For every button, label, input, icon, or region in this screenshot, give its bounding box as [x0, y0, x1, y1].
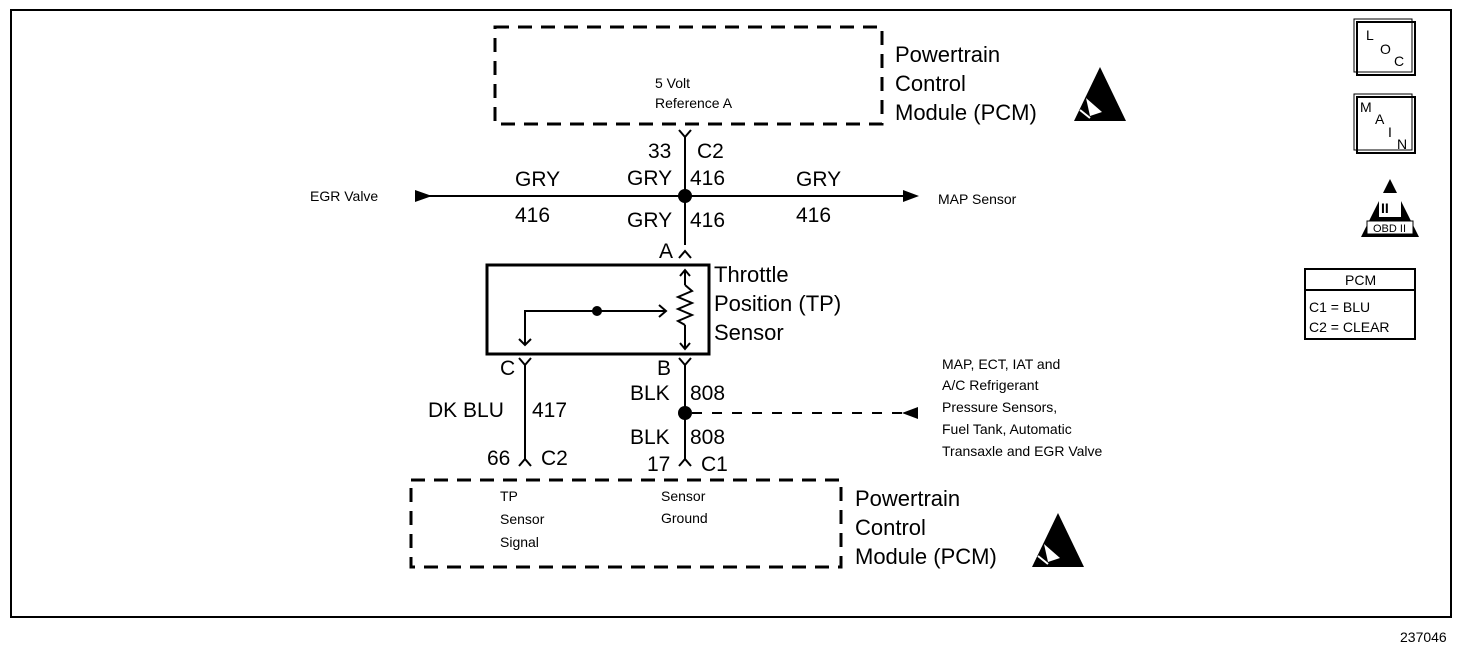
- map-sensor-label: MAP Sensor: [938, 191, 1017, 207]
- diagram-frame: [10, 9, 1452, 618]
- obd-ii-icon: II OBD II: [1361, 179, 1419, 237]
- pcm-top-title-line2: Control: [895, 71, 966, 96]
- pcm-bottom-tp-line1: TP: [500, 488, 518, 504]
- ground-color-upper: BLK: [630, 382, 670, 405]
- pcm-bottom-ground-line2: Ground: [661, 510, 708, 526]
- shared-ground-arrow: [902, 407, 918, 419]
- tp-name-line1: Throttle: [714, 262, 789, 287]
- pcm-connector-table: PCM C1 = BLU C2 = CLEAR: [1304, 268, 1416, 340]
- splice-ref: [678, 189, 692, 203]
- shared-line2: A/C Refrigerant: [942, 377, 1039, 393]
- ref-circuit-lower: 416: [690, 209, 725, 232]
- terminal-c: C: [500, 357, 515, 380]
- connector-symbol-17: [678, 457, 692, 467]
- tp-sensor-box: [485, 263, 711, 356]
- shared-line5: Transaxle and EGR Valve: [942, 443, 1103, 459]
- ground-pin: 17: [647, 453, 670, 476]
- shared-line4: Fuel Tank, Automatic: [942, 421, 1072, 437]
- ref-pin: 33: [648, 140, 671, 163]
- egr-arrow: [415, 190, 432, 202]
- map-arrow: [903, 190, 919, 202]
- main-icon: M A I N: [1353, 93, 1416, 154]
- svg-text:L: L: [1366, 27, 1374, 43]
- svg-text:A: A: [1375, 111, 1385, 127]
- potentiometer-icon: [518, 268, 695, 351]
- shared-line3: Pressure Sensors,: [942, 399, 1057, 415]
- svg-text:C1 = BLU: C1 = BLU: [1309, 299, 1370, 315]
- ground-circuit-upper: 808: [690, 382, 725, 405]
- ref-circuit-upper: 416: [690, 167, 725, 190]
- ref-connector: C2: [697, 140, 724, 163]
- tp-name-line3: Sensor: [714, 320, 784, 345]
- svg-text:C2 = CLEAR: C2 = CLEAR: [1309, 319, 1390, 335]
- pcm-top-title-line3: Module (PCM): [895, 100, 1037, 125]
- svg-text:PCM: PCM: [1345, 272, 1376, 288]
- right-circuit: 416: [796, 204, 831, 227]
- signal-pin: 66: [487, 447, 510, 470]
- connector-symbol-a: [678, 249, 692, 259]
- pcm-top-box: [493, 25, 884, 126]
- pcm-bottom-tp-line3: Signal: [500, 534, 539, 550]
- shared-line1: MAP, ECT, IAT and: [942, 356, 1060, 372]
- ref-color-lower: GRY: [627, 209, 672, 232]
- pcm-bottom-ground-line1: Sensor: [661, 488, 706, 504]
- ground-circuit-lower: 808: [690, 426, 725, 449]
- signal-color: DK BLU: [428, 399, 504, 422]
- ref-color-upper: GRY: [627, 167, 672, 190]
- pcm-bottom-box: [409, 478, 843, 569]
- pcm-bottom-title-line1: Powertrain: [855, 486, 960, 511]
- pcm-top-title-line1: Powertrain: [895, 42, 1000, 67]
- pcm-top-pin-label-line2: Reference A: [655, 95, 733, 111]
- figure-number: 237046: [1400, 629, 1447, 645]
- pcm-top-pin-label-line1: 5 Volt: [655, 75, 690, 91]
- svg-text:M: M: [1360, 99, 1372, 115]
- svg-text:O: O: [1380, 41, 1391, 57]
- splice-ground: [678, 406, 692, 420]
- svg-text:II: II: [1381, 200, 1389, 216]
- left-color: GRY: [515, 168, 560, 191]
- esd-warning-icon: [1074, 67, 1126, 121]
- connector-symbol-b: [678, 357, 692, 367]
- pcm-bottom-title-line2: Control: [855, 515, 926, 540]
- signal-connector: C2: [541, 447, 568, 470]
- tp-name-line2: Position (TP): [714, 291, 841, 316]
- connector-symbol-66: [518, 457, 532, 467]
- connector-symbol-c: [518, 357, 532, 367]
- ground-color-lower: BLK: [630, 426, 670, 449]
- svg-text:C: C: [1394, 53, 1404, 69]
- svg-text:I: I: [1388, 124, 1392, 140]
- loc-icon: L O C: [1353, 18, 1416, 76]
- ground-connector: C1: [701, 453, 728, 476]
- pcm-bottom-tp-line2: Sensor: [500, 511, 545, 527]
- esd-warning-icon: [1032, 513, 1084, 567]
- egr-valve-label: EGR Valve: [310, 188, 378, 204]
- left-circuit: 416: [515, 204, 550, 227]
- right-color: GRY: [796, 168, 841, 191]
- terminal-a: A: [659, 240, 673, 263]
- svg-text:N: N: [1397, 136, 1407, 152]
- pcm-bottom-title-line3: Module (PCM): [855, 544, 997, 569]
- wiper-dot: [592, 306, 602, 316]
- terminal-b: B: [657, 357, 671, 380]
- signal-circuit: 417: [532, 399, 567, 422]
- connector-symbol-top: [678, 129, 692, 139]
- svg-text:OBD II: OBD II: [1373, 223, 1406, 235]
